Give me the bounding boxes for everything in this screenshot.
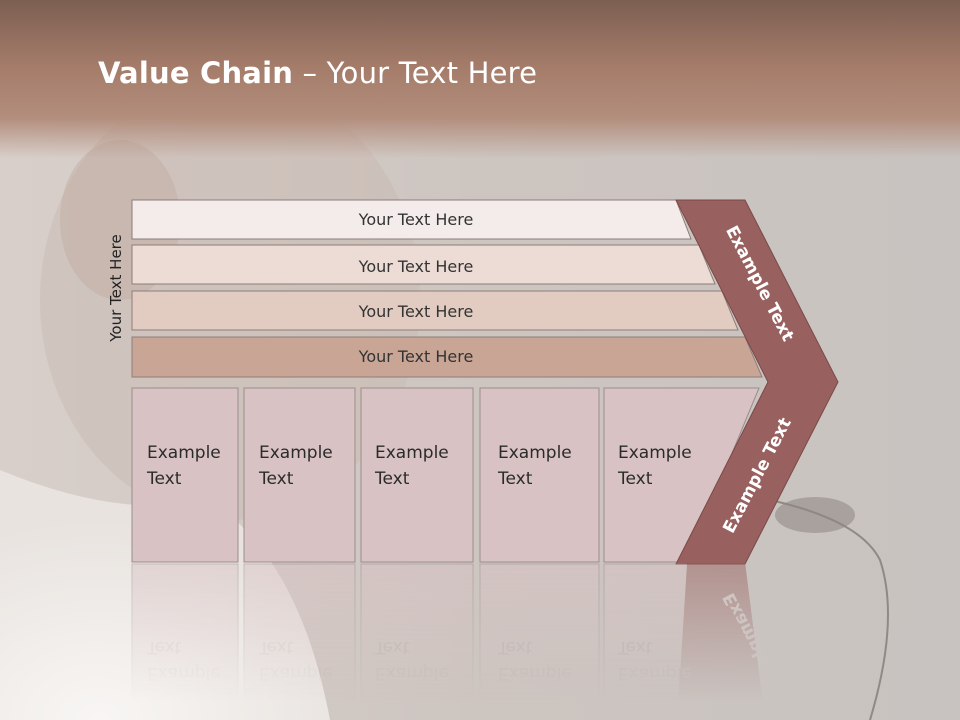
activity-box-1-line2: Text xyxy=(146,469,182,489)
reflection-box-3 xyxy=(360,563,474,720)
reflection-box-1-line1: Example xyxy=(147,663,221,683)
reflection-chevron xyxy=(676,562,765,720)
reflection-box-3-line2: Text xyxy=(374,637,410,657)
activity-box-4-shape xyxy=(479,387,600,563)
reflection-box-1-line2: Text xyxy=(146,637,182,657)
activity-box-1-line1: Example xyxy=(147,443,221,463)
activity-box-3-line1: Example xyxy=(375,443,449,463)
activity-box-3-line2: Text xyxy=(374,469,410,489)
activity-box-4: Example Text xyxy=(479,387,600,563)
activity-box-5: Example Text xyxy=(603,387,760,563)
slide-title: Value Chain – Your Text Here xyxy=(98,56,537,90)
reflection-box-3-line1: Example xyxy=(375,663,449,683)
activity-box-3: Example Text xyxy=(360,387,474,563)
reflection-box-4 xyxy=(479,563,600,720)
band-1-shape xyxy=(131,199,692,240)
reflection-box-1 xyxy=(131,563,239,720)
reflection-box-5-line2: Text xyxy=(617,637,653,657)
reflection-box-5-line1: Example xyxy=(618,663,692,683)
activity-box-3-shape xyxy=(360,387,474,563)
reflection-box-4-line1: Example xyxy=(498,663,572,683)
activity-box-5-line2: Text xyxy=(617,469,653,489)
activity-box-4-line1: Example xyxy=(498,443,572,463)
activity-box-4-line2: Text xyxy=(497,469,533,489)
reflection: Example Text Example Text Example Text E… xyxy=(131,562,796,720)
reflection-box-2 xyxy=(243,563,356,720)
band-2-label: Your Text Here xyxy=(358,257,474,276)
activity-box-2-line2: Text xyxy=(258,469,294,489)
band-4-shape xyxy=(131,336,763,378)
activity-box-1: Example Text xyxy=(131,387,239,563)
band-2-shape xyxy=(131,244,716,285)
band-3-label: Your Text Here xyxy=(358,302,474,321)
activity-box-1-shape xyxy=(131,387,239,563)
reflection-box-4-line2: Text xyxy=(497,637,533,657)
band-4: Your Text Here xyxy=(131,336,763,378)
activity-box-2: Example Text xyxy=(243,387,356,563)
band-1: Your Text Here xyxy=(131,199,692,240)
band-4-label: Your Text Here xyxy=(358,347,474,366)
title-bold: Value Chain xyxy=(98,56,294,90)
activity-box-2-line1: Example xyxy=(259,443,333,463)
reflection-box-2-line2: Text xyxy=(258,637,294,657)
title-rest: – Your Text Here xyxy=(293,56,538,90)
band-1-label: Your Text Here xyxy=(358,210,474,229)
activity-box-2-shape xyxy=(243,387,356,563)
reflection-box-2-line1: Example xyxy=(259,663,333,683)
activity-box-5-line1: Example xyxy=(618,443,692,463)
band-3-shape xyxy=(131,290,739,331)
band-3: Your Text Here xyxy=(131,290,739,331)
band-2: Your Text Here xyxy=(131,244,716,285)
